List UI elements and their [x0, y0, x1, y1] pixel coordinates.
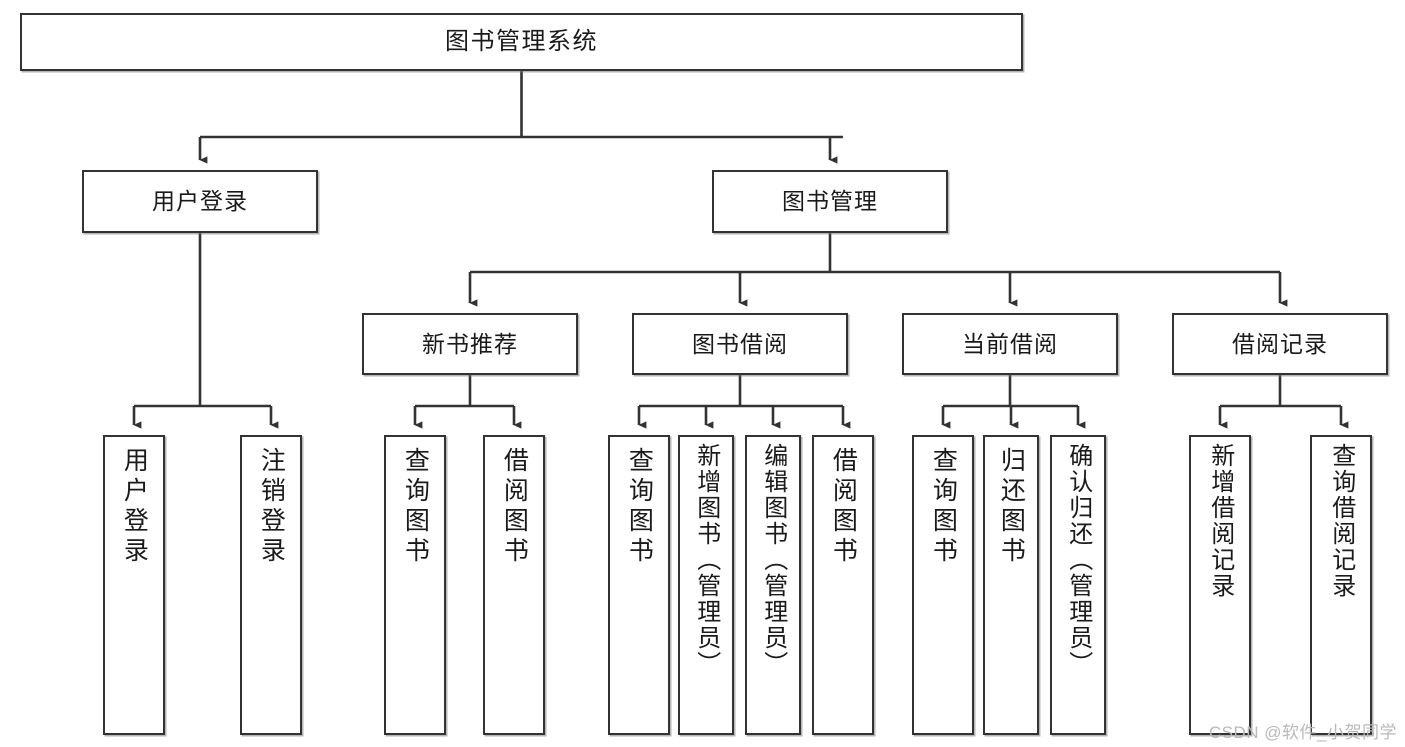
node-leaf-confirm-return-label: 确认归还（管理员）	[1064, 443, 1092, 677]
node-leaf-edit-book[interactable]: 编辑图书（管理员）	[745, 435, 801, 735]
node-root-label: 图书管理系统	[445, 28, 598, 56]
node-book-borrow-label: 图书借阅	[692, 330, 788, 357]
node-leaf-user-login[interactable]: 用户登录	[103, 435, 165, 735]
node-leaf-query-record-label: 查询借阅记录	[1327, 443, 1355, 599]
node-leaf-logout[interactable]: 注销登录	[240, 435, 302, 735]
node-leaf-user-login-label: 用户登录	[120, 447, 149, 567]
node-leaf-query-book-1[interactable]: 查询图书	[384, 435, 446, 735]
node-leaf-add-record-label: 新增借阅记录	[1206, 443, 1234, 599]
node-leaf-query-book-1-label: 查询图书	[401, 447, 430, 567]
node-leaf-query-book-3[interactable]: 查询图书	[912, 435, 974, 735]
node-leaf-borrow-book-2[interactable]: 借阅图书	[812, 435, 874, 735]
node-current-borrow-label: 当前借阅	[962, 330, 1058, 357]
node-leaf-query-book-3-label: 查询图书	[929, 447, 958, 567]
node-current-borrow[interactable]: 当前借阅	[902, 313, 1118, 375]
node-leaf-add-record[interactable]: 新增借阅记录	[1189, 435, 1251, 735]
watermark: CSDN @软件_小贺同学	[1208, 723, 1397, 742]
node-leaf-logout-label: 注销登录	[257, 447, 286, 567]
node-leaf-borrow-book-1-label: 借阅图书	[500, 447, 529, 567]
node-leaf-confirm-return[interactable]: 确认归还（管理员）	[1050, 435, 1106, 735]
node-leaf-borrow-book-1[interactable]: 借阅图书	[483, 435, 545, 735]
node-new-book-rec[interactable]: 新书推荐	[362, 313, 578, 375]
node-leaf-add-book-label: 新增图书（管理员）	[692, 443, 720, 677]
node-root[interactable]: 图书管理系统	[20, 13, 1023, 71]
node-new-book-rec-label: 新书推荐	[422, 330, 518, 357]
node-leaf-borrow-book-2-label: 借阅图书	[829, 447, 858, 567]
node-user-login-label: 用户登录	[152, 188, 248, 215]
node-leaf-query-book-2[interactable]: 查询图书	[608, 435, 670, 735]
node-book-borrow[interactable]: 图书借阅	[632, 313, 848, 375]
node-leaf-query-book-2-label: 查询图书	[625, 447, 654, 567]
node-leaf-query-record[interactable]: 查询借阅记录	[1310, 435, 1372, 735]
node-leaf-add-book[interactable]: 新增图书（管理员）	[678, 435, 734, 735]
node-borrow-record[interactable]: 借阅记录	[1172, 313, 1388, 375]
node-leaf-return-book-label: 归还图书	[997, 447, 1026, 567]
node-borrow-record-label: 借阅记录	[1232, 330, 1328, 357]
node-book-manage[interactable]: 图书管理	[712, 170, 948, 233]
node-book-manage-label: 图书管理	[782, 188, 878, 215]
node-user-login[interactable]: 用户登录	[82, 170, 318, 233]
node-leaf-return-book[interactable]: 归还图书	[983, 435, 1039, 735]
node-leaf-edit-book-label: 编辑图书（管理员）	[759, 443, 787, 677]
